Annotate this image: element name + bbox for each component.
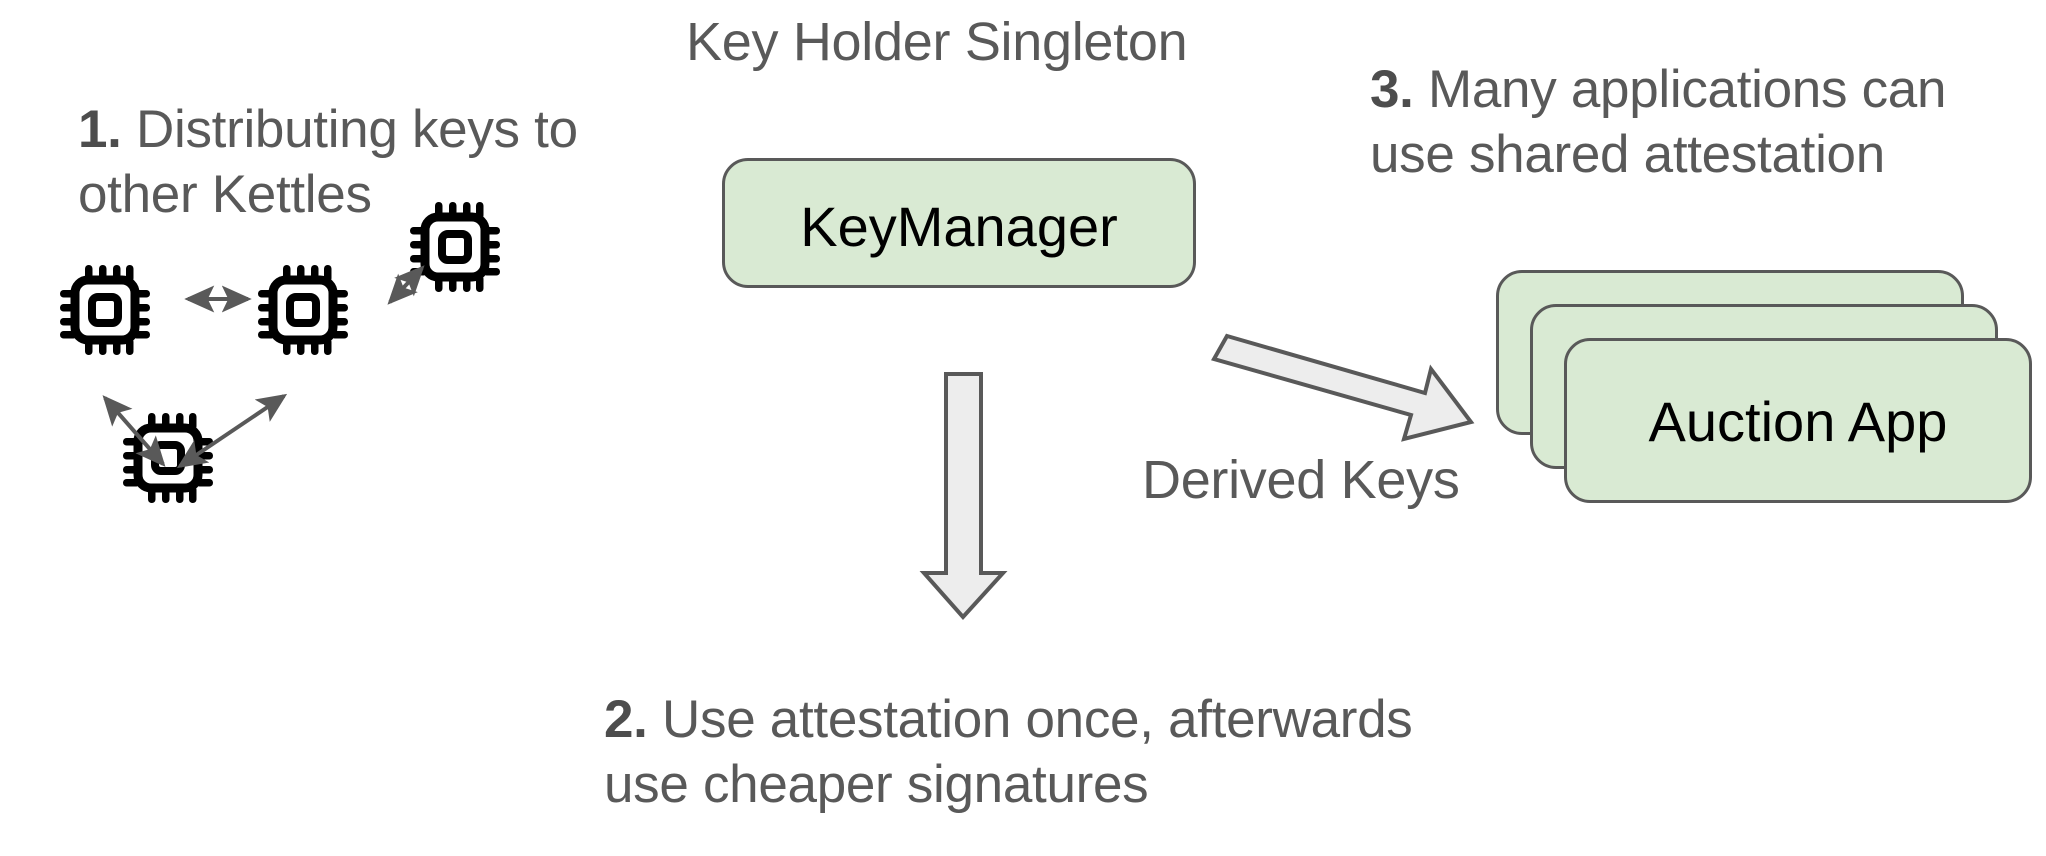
kettle-link-arrows xyxy=(102,265,425,469)
node-auction-app-stack: Auction App xyxy=(1496,270,2036,503)
kettle-chip-center xyxy=(258,265,348,355)
note-3-text: Many applications can use shared attesta… xyxy=(1370,60,1947,184)
kettle-link-center-upperright xyxy=(387,265,425,305)
page-title: Key Holder Singleton xyxy=(686,12,1188,72)
node-auction-app-label: Auction App xyxy=(1648,390,1948,453)
kettle-chip-left xyxy=(60,265,150,355)
down-block-arrow xyxy=(919,372,1008,620)
note-1-text: Distributing keys to other Kettles xyxy=(78,100,578,224)
note-3-marker: 3. xyxy=(1370,60,1414,119)
node-key-manager-label: KeyManager xyxy=(800,195,1118,258)
note-3: 3. Many applications can use shared atte… xyxy=(1370,58,1946,187)
note-2-marker: 2. xyxy=(604,690,648,749)
note-1: 1. Distributing keys to other Kettles xyxy=(78,98,578,227)
note-2: 2. Use attestation once, afterwards use … xyxy=(604,688,1413,817)
kettle-link-bottom-center xyxy=(176,393,288,469)
derived-keys-block-arrow xyxy=(1211,333,1475,442)
edge-label-derived-keys: Derived Keys xyxy=(1142,450,1460,510)
note-2-text: Use attestation once, afterwards use che… xyxy=(604,690,1413,814)
kettle-chip-bottom xyxy=(123,413,213,503)
kettle-link-left-bottom xyxy=(102,395,166,467)
node-auction-app-front[interactable]: Auction App xyxy=(1564,338,2032,503)
node-key-manager[interactable]: KeyManager xyxy=(722,158,1196,288)
note-1-marker: 1. xyxy=(78,100,122,159)
